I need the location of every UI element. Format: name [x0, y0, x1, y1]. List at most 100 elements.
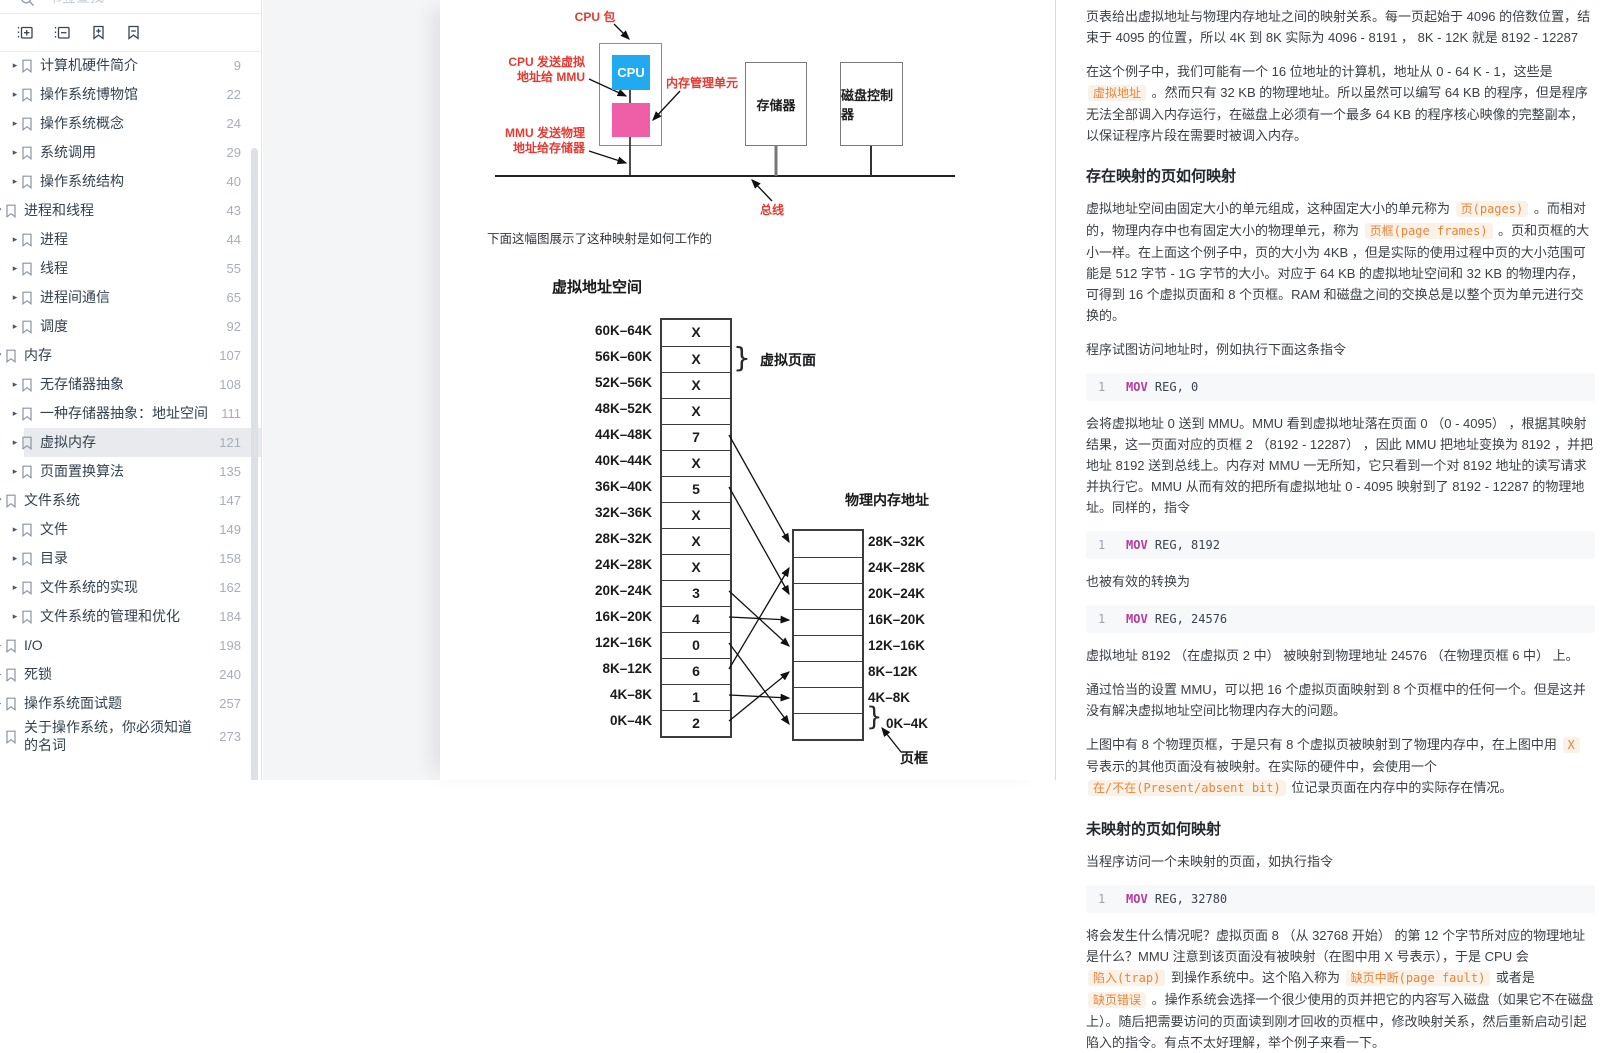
expander-icon[interactable]: ▸ [12, 408, 18, 418]
code-keyword: MOV [1126, 538, 1148, 552]
virtual-page-cell: X [662, 554, 730, 580]
virtual-address-space-title: 虚拟地址空间 [552, 279, 643, 296]
page-number: 147 [219, 493, 241, 508]
bookmark-icon [22, 436, 32, 450]
expander-icon[interactable]: ▸ [12, 553, 18, 563]
expander-icon[interactable]: ▸ [12, 89, 18, 99]
bookmark-icon [22, 610, 32, 624]
expander-icon[interactable]: ▸ [0, 640, 5, 651]
bookmark-icon [22, 117, 32, 131]
virtual-page-cell: 7 [662, 424, 730, 450]
toc-item-label: 系统调用 [40, 144, 96, 161]
page-gutter [263, 0, 440, 780]
page-frame-label: 页框 [900, 750, 928, 766]
bookmark-icon [6, 639, 16, 653]
expander-icon[interactable]: ▸ [12, 611, 18, 621]
virtual-range-label: 24K–28K [594, 557, 652, 572]
toc-item-label: 操作系统面试题 [24, 695, 122, 712]
expander-icon[interactable]: ▸ [12, 466, 18, 476]
expander-icon[interactable]: ▾ [0, 495, 5, 506]
toc-toolbar [0, 14, 261, 52]
search-bar [0, 0, 261, 14]
bookmark-icon [22, 581, 32, 595]
code-keyword: MOV [1126, 380, 1148, 394]
bookmark-icon [22, 465, 32, 479]
bookmark-icon [22, 59, 32, 73]
sidebar-scrollbar[interactable] [251, 148, 258, 780]
expander-icon[interactable]: ▸ [0, 698, 5, 709]
expander-icon[interactable]: ▸ [12, 582, 18, 592]
collapse-all-icon[interactable] [54, 24, 71, 41]
physical-range-label: 20K–24K [868, 586, 926, 601]
section-heading: 未映射的页如何映射 [1086, 821, 1222, 838]
toc-item-label: 文件系统的管理和优化 [40, 608, 180, 625]
search-input[interactable] [46, 0, 220, 6]
page-frame-cell [794, 557, 862, 583]
physical-range-label: 12K–16K [868, 638, 926, 653]
virtual-page-cell: X [662, 398, 730, 424]
bookmark-icon [6, 730, 16, 744]
toc-item-label: 调度 [40, 318, 68, 335]
inline-code: 虚拟地址 [1088, 85, 1147, 101]
physical-range-label: 8K–12K [868, 664, 918, 679]
expander-icon[interactable]: ▸ [12, 437, 18, 447]
bookmark-icon [6, 494, 16, 508]
expander-icon[interactable]: ▸ [12, 118, 18, 128]
expand-all-icon[interactable] [17, 24, 34, 41]
code-text: REG, 32780 [1147, 892, 1228, 906]
expander-icon[interactable]: ▾ [0, 205, 5, 216]
toc-item[interactable]: ▸ 操作系统面试题 257 [0, 689, 261, 718]
expander-icon[interactable]: ▸ [12, 263, 18, 273]
expander-icon[interactable]: ▸ [12, 524, 18, 534]
page-number: 257 [219, 696, 241, 711]
line-number: 1 [1098, 380, 1106, 394]
bookmark-icon [22, 523, 32, 537]
add-bookmark-icon[interactable] [91, 24, 106, 41]
virtual-page-cell: 5 [662, 476, 730, 502]
toc-item-label: I/O [24, 637, 43, 654]
cpu-package-annotation: CPU 包 [574, 10, 616, 24]
virtual-range-label: 12K–16K [594, 635, 652, 650]
expander-icon[interactable]: ▸ [12, 321, 18, 331]
bookmark-icon [22, 291, 32, 305]
toc-item-label: 页面置换算法 [40, 463, 124, 480]
expander-icon[interactable]: ▾ [0, 350, 5, 361]
toc-item-label: 进程 [40, 231, 68, 248]
expander-icon[interactable]: ▸ [12, 147, 18, 157]
expander-icon[interactable]: ▸ [12, 234, 18, 244]
expander-icon[interactable]: ▸ [12, 176, 18, 186]
toc-item-label: 线程 [40, 260, 68, 277]
paragraph: 程序试图访问地址时，例如执行下面这条指令 [1086, 339, 1595, 360]
paragraph: 页表给出虚拟地址与物理内存地址之间的映射关系。每一页起始于 4096 的倍数位置… [1086, 6, 1595, 48]
expander-icon[interactable]: ▸ [12, 379, 18, 389]
expander-icon[interactable]: ▸ [0, 669, 5, 680]
expander-icon[interactable]: ▸ [12, 292, 18, 302]
toc-item-label: 无存储器抽象 [40, 376, 124, 393]
expander-icon[interactable]: ▸ [12, 60, 18, 70]
remove-bookmark-icon[interactable] [126, 24, 141, 41]
